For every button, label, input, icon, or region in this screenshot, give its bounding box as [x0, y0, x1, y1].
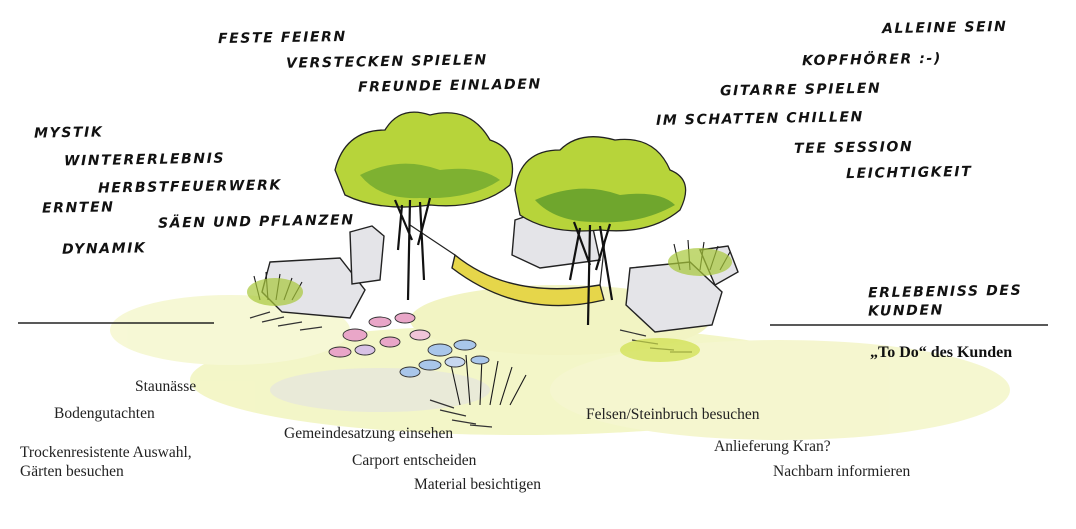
todo-item: Trockenresistente Auswahl,	[20, 444, 192, 461]
keyword-saeen-und-pflanzen: SÄEN UND PFLANZEN	[157, 212, 355, 232]
todo-item: Staunässe	[135, 378, 197, 395]
todo-item: Anlieferung Kran?	[714, 438, 831, 455]
keyword-herbstfeuerwerk: HERBSTFEUERWERK	[97, 177, 282, 197]
rock-group	[261, 204, 739, 333]
keyword-mystik: MYSTIK	[33, 124, 104, 142]
keyword-ernten: ERNTEN	[41, 199, 115, 217]
todo-item: Gemeindesatzung einsehen	[284, 425, 454, 442]
keyword-kopfhoerer: KOPFHÖRER :-)	[801, 50, 943, 70]
keyword-gitarre-spielen: GITARRE SPIELEN	[719, 80, 882, 100]
todo-item: Bodengutachten	[54, 405, 155, 422]
keyword-dynamik: DYNAMIK	[61, 240, 147, 258]
keyword-leichtigkeit: LEICHTIGKEIT	[845, 163, 973, 183]
tree-left	[334, 111, 514, 301]
todo-item: Gärten besuchen	[20, 463, 124, 480]
grass-tint	[247, 248, 732, 362]
keyword-wintererlebnis: WINTERERLEBNIS	[63, 150, 226, 170]
flower-bed	[328, 312, 490, 378]
keyword-tee-session: TEE SESSION	[793, 138, 914, 158]
todo-item: Material besichtigen	[414, 476, 541, 493]
keyword-alleine-sein: ALLEINE SEIN	[881, 18, 1008, 38]
todo-item: Nachbarn informieren	[773, 463, 911, 480]
keyword-freunde-einladen: FREUNDE EINLADEN	[357, 76, 542, 96]
tree-right	[514, 136, 687, 326]
todo-heading: „To Do“ des Kunden	[870, 344, 1013, 361]
section-label-line-1: ERLEBENISS DES	[867, 282, 1023, 302]
keyword-feste-feiern: FESTE FEIERN	[217, 28, 347, 48]
todo-item: Felsen/Steinbruch besuchen	[586, 406, 760, 423]
todo-item: Carport entscheiden	[352, 452, 477, 469]
section-label-line-2: KUNDEN	[867, 302, 945, 320]
